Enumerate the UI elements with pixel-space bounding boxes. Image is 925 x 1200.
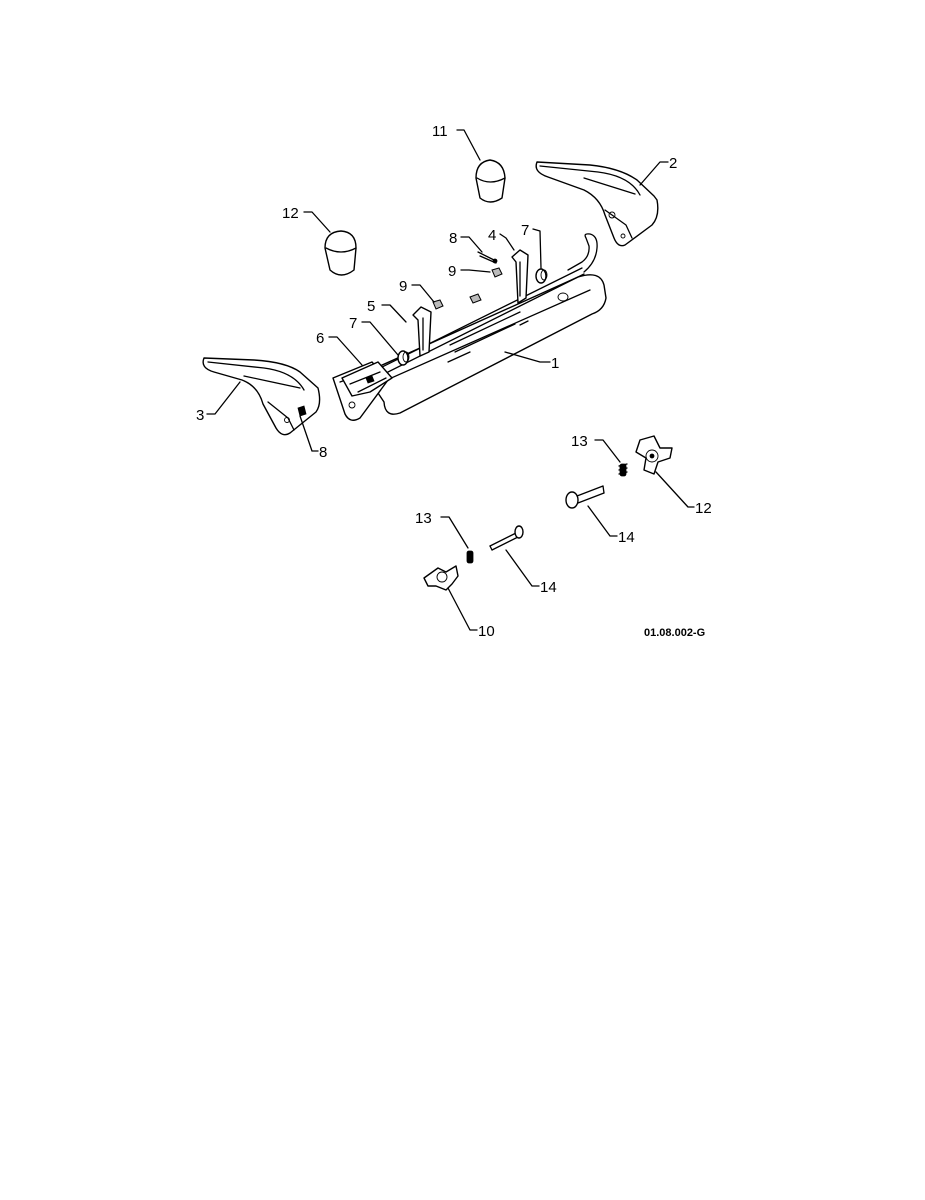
callout-3: 3 bbox=[196, 407, 204, 424]
mounting-bracket bbox=[332, 274, 607, 421]
callout-labels: 11 2 12 8 4 7 9 9 5 7 6 1 3 8 13 12 13 1… bbox=[196, 123, 712, 640]
leader-lines bbox=[206, 129, 695, 631]
callout-11: 12 bbox=[282, 205, 299, 222]
callout-8-upper: 8 bbox=[449, 230, 457, 247]
spring-right bbox=[618, 463, 628, 477]
spring-left bbox=[466, 550, 474, 564]
knob-upper bbox=[475, 159, 506, 203]
callout-13-right: 13 bbox=[571, 433, 588, 450]
pin-right bbox=[565, 485, 605, 509]
figure-code: 01.08.002-G bbox=[644, 627, 705, 639]
bracket-right bbox=[511, 249, 529, 304]
pin-left bbox=[489, 525, 524, 551]
callout-2: 2 bbox=[669, 155, 677, 172]
arm-rest-left bbox=[202, 357, 321, 436]
spacer-right bbox=[535, 268, 548, 284]
callout-14-left: 14 bbox=[540, 579, 557, 596]
callout-12-right: 12 bbox=[695, 500, 712, 517]
knob-left bbox=[324, 230, 357, 276]
callout-10: 11 bbox=[432, 123, 448, 140]
callout-9-lower: 9 bbox=[399, 278, 407, 295]
callout-7-upper: 7 bbox=[521, 222, 529, 239]
wing-knob-left bbox=[423, 565, 459, 591]
callout-4: 4 bbox=[488, 227, 496, 244]
hardware-pin-upper bbox=[477, 251, 498, 264]
wing-knob-right bbox=[635, 435, 673, 475]
callout-1: 1 bbox=[551, 355, 559, 372]
hardware-nut-upper bbox=[491, 267, 503, 278]
bracket-left bbox=[412, 306, 432, 357]
callout-5: 5 bbox=[367, 298, 375, 315]
hardware-nut-mid bbox=[432, 293, 482, 310]
callout-12-left: 10 bbox=[478, 623, 495, 640]
hinge-plate bbox=[341, 361, 393, 397]
callout-13-left: 13 bbox=[415, 510, 432, 527]
callout-7-lower: 7 bbox=[349, 315, 357, 332]
arm-rest-right bbox=[535, 161, 659, 247]
spacer-left bbox=[397, 350, 410, 366]
callout-6: 6 bbox=[316, 330, 324, 347]
callout-14-right: 14 bbox=[618, 529, 635, 546]
callout-9-upper: 9 bbox=[448, 263, 456, 280]
callout-8-lower: 8 bbox=[319, 444, 327, 461]
